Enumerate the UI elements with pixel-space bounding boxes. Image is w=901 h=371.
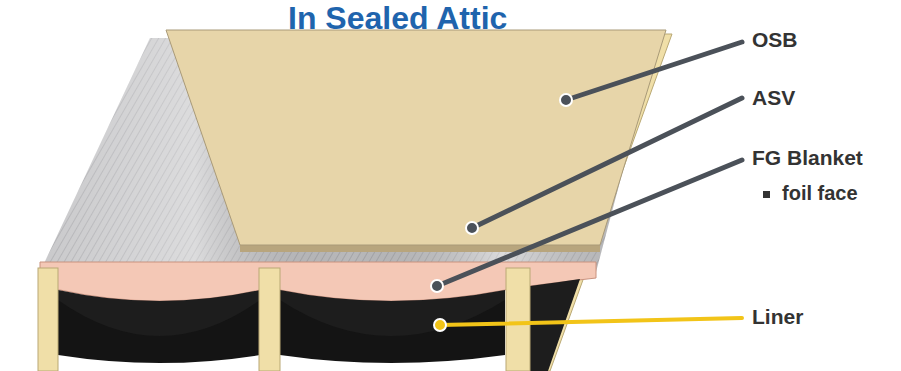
liner-shade xyxy=(280,300,505,371)
rafter xyxy=(38,268,58,371)
leader-line xyxy=(472,98,742,228)
liner xyxy=(280,290,505,371)
leader-line xyxy=(437,160,742,286)
part-label: foil face xyxy=(782,182,858,205)
leader-dot xyxy=(466,222,478,234)
osb-sheet xyxy=(166,30,666,245)
osb-edge xyxy=(240,245,600,252)
rafter xyxy=(506,268,530,371)
leader-line xyxy=(440,318,742,325)
leader-line xyxy=(566,42,742,100)
part-label: ASV xyxy=(752,86,795,110)
bullet xyxy=(763,191,770,198)
ground xyxy=(58,355,260,371)
ground xyxy=(280,355,505,371)
leader-dot xyxy=(560,94,572,106)
part-label: Liner xyxy=(752,305,803,329)
title: In Sealed Attic xyxy=(288,0,507,37)
liner xyxy=(530,279,580,371)
rafter xyxy=(259,268,280,371)
leader-dot xyxy=(431,280,443,292)
liner-shade xyxy=(58,300,260,371)
part-label: OSB xyxy=(752,28,798,52)
leader-dot xyxy=(434,319,446,331)
part-label: FG Blanket xyxy=(752,146,863,170)
liner xyxy=(58,290,260,371)
